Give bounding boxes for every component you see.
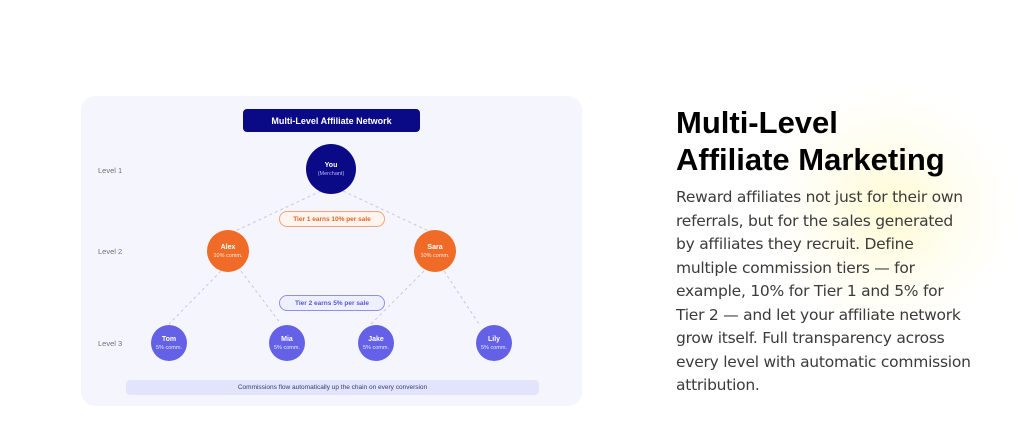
node-sub: (Merchant): [317, 170, 345, 177]
heading-line-1: Multi-Level: [676, 105, 838, 140]
node-lily: Lily 5% comm.: [476, 325, 512, 361]
node-merchant: You (Merchant): [306, 144, 356, 194]
level-2-label: Level 2: [98, 247, 123, 256]
feature-heading: Multi-Level Affiliate Marketing: [676, 104, 976, 178]
node-sub: 5% comm.: [481, 344, 507, 351]
tier-1-badge: Tier 1 earns 10% per sale: [279, 211, 385, 227]
node-alex: Alex 10% comm.: [207, 230, 249, 272]
background-glow: [760, 80, 1020, 340]
node-name: You: [324, 161, 338, 169]
node-sub: 5% comm.: [363, 344, 389, 351]
node-name: Mia: [281, 335, 293, 343]
node-name: Lily: [487, 335, 501, 343]
node-sara: Sara 10% comm.: [414, 230, 456, 272]
feature-copy: Multi-Level Affiliate Marketing Reward a…: [676, 104, 976, 398]
node-tom: Tom 5% comm.: [151, 325, 187, 361]
node-name: Tom: [161, 335, 177, 343]
node-name: Sara: [427, 243, 443, 251]
level-1-label: Level 1: [98, 166, 123, 175]
heading-line-2: Affiliate Marketing: [676, 142, 945, 177]
node-sub: 10% comm.: [420, 252, 450, 259]
affiliate-network-diagram: Multi-Level Affiliate Network Level 1 Le…: [81, 96, 582, 406]
node-sub: 5% comm.: [274, 344, 300, 351]
node-jake: Jake 5% comm.: [358, 325, 394, 361]
node-mia: Mia 5% comm.: [269, 325, 305, 361]
diagram-footer-note: Commissions flow automatically up the ch…: [126, 380, 539, 395]
level-3-label: Level 3: [98, 339, 123, 348]
node-sub: 10% comm.: [213, 252, 243, 259]
tier-2-badge: Tier 2 earns 5% per sale: [279, 295, 385, 311]
node-name: Alex: [220, 243, 236, 251]
connector-lines: [168, 190, 480, 325]
node-sub: 5% comm.: [156, 344, 182, 351]
feature-description: Reward affiliates not just for their own…: [676, 188, 971, 394]
node-name: Jake: [368, 335, 384, 343]
diagram-title: Multi-Level Affiliate Network: [243, 109, 420, 132]
